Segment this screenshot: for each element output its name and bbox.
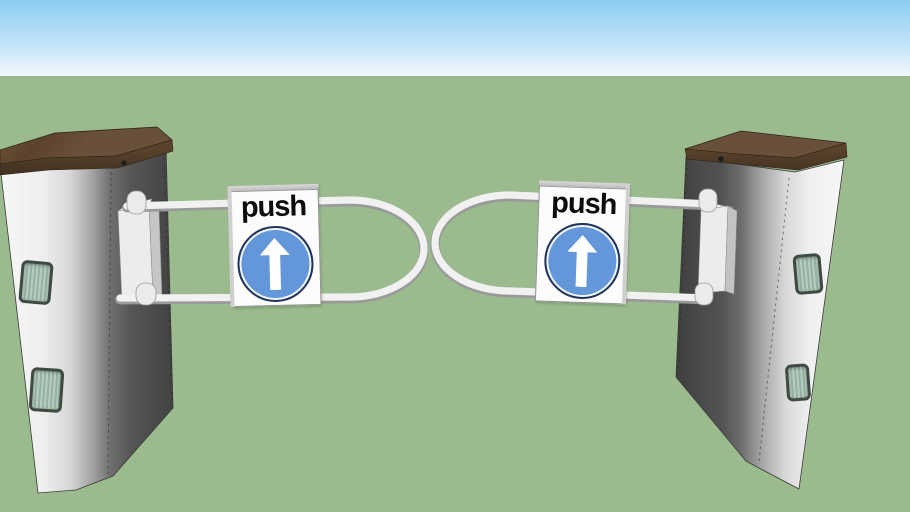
push-label: push — [550, 186, 618, 222]
right-post-keyhole — [718, 156, 724, 162]
up-arrow-icon — [566, 234, 598, 287]
left-post-keyhole — [121, 160, 127, 166]
reader-panel — [784, 363, 812, 402]
reader-panel — [28, 366, 65, 414]
left-post-wood-cap-edge — [0, 139, 174, 176]
right-hinge-pins — [694, 188, 718, 306]
push-label: push — [240, 190, 307, 224]
reader-panel — [792, 252, 824, 296]
push-sign-right: push — [534, 180, 631, 305]
reader-panel — [18, 259, 54, 306]
up-arrow-icon — [259, 238, 290, 291]
left-hinge-pins — [126, 190, 157, 306]
left-post-body — [0, 146, 174, 494]
right-hinge-bracket — [697, 202, 738, 295]
left-gate-bar — [115, 196, 429, 305]
right-gate-bar — [430, 191, 717, 305]
mandatory-direction-sign — [542, 221, 622, 301]
right-post-wood-cap-edge — [684, 142, 848, 171]
mandatory-direction-sign — [236, 225, 314, 303]
push-sign-left: push — [227, 183, 322, 308]
sky — [0, 0, 910, 76]
left-post-hidden-edge — [107, 151, 173, 475]
